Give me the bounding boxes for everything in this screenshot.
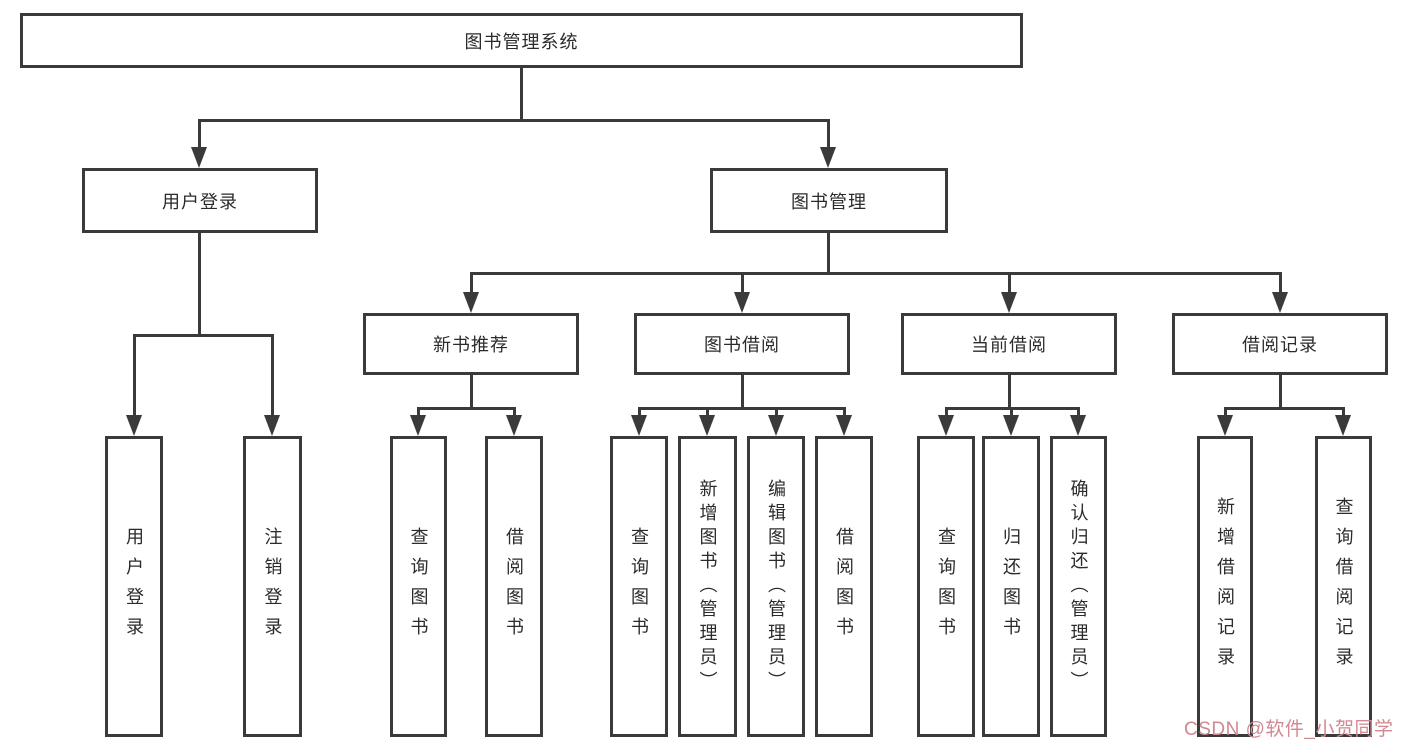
- connector-stub-leaf: [706, 407, 709, 419]
- arrow-down-icon: [734, 292, 750, 313]
- connector-stub-leaf: [1342, 407, 1345, 419]
- connector-book-borrow-stem: [741, 375, 744, 410]
- leaf-add-borrow-record: 新增借阅记录: [1197, 436, 1253, 737]
- leaf-query-book-2: 查询图书: [610, 436, 668, 737]
- leaf-edit-book-admin: 编辑图书（管理员）: [747, 436, 805, 737]
- node-book-management: 图书管理: [710, 168, 948, 233]
- connector-new-book-stem: [470, 375, 473, 410]
- connector-stub-leaf: [775, 407, 778, 419]
- connector-current-borrow-stem: [1008, 375, 1011, 410]
- arrow-down-icon: [631, 415, 647, 436]
- connector-stub-leaf: [1077, 407, 1080, 419]
- node-user-login: 用户登录: [82, 168, 318, 233]
- connector-level3-distributor: [470, 272, 1281, 275]
- arrow-down-icon: [1217, 415, 1233, 436]
- arrow-down-icon: [410, 415, 426, 436]
- connector-stub-book-borrow: [741, 272, 744, 296]
- leaf-borrow-book-1: 借阅图书: [485, 436, 543, 737]
- arrow-down-icon: [506, 415, 522, 436]
- leaf-query-book-1: 查询图书: [390, 436, 447, 737]
- arrow-down-icon: [836, 415, 852, 436]
- arrow-down-icon: [699, 415, 715, 436]
- arrow-down-icon: [768, 415, 784, 436]
- connector-stub-user-login: [198, 119, 201, 151]
- connector-stub-leaf: [513, 407, 516, 419]
- connector-stub-new-book: [470, 272, 473, 296]
- arrow-down-icon: [1272, 292, 1288, 313]
- connector-borrow-records-stem: [1279, 375, 1282, 410]
- csdn-watermark: CSDN @软件_小贺同学: [1184, 719, 1394, 740]
- connector-stub-borrow-records: [1279, 272, 1282, 296]
- connector-user-login-stem: [198, 233, 201, 337]
- connector-stub-leaf: [1010, 407, 1013, 419]
- arrow-down-icon: [264, 415, 280, 436]
- leaf-logout: 注销登录: [243, 436, 302, 737]
- connector-level2-distributor: [198, 119, 829, 122]
- connector-group2-splitter: [417, 407, 515, 410]
- connector-root-stem: [520, 68, 523, 119]
- connector-stub-leaf: [1224, 407, 1227, 419]
- connector-group3-splitter: [638, 407, 845, 410]
- leaf-query-borrow-record: 查询借阅记录: [1315, 436, 1372, 737]
- node-current-borrow: 当前借阅: [901, 313, 1117, 375]
- connector-stub-leaf: [945, 407, 948, 419]
- connector-stub-leaf: [417, 407, 420, 419]
- leaf-confirm-return-admin: 确认归还（管理员）: [1050, 436, 1107, 737]
- arrow-down-icon: [938, 415, 954, 436]
- connector-stub-book-management: [827, 119, 830, 151]
- arrow-down-icon: [191, 147, 207, 168]
- connector-stub-leaf: [843, 407, 846, 419]
- arrow-down-icon: [1335, 415, 1351, 436]
- connector-stub-current-borrow: [1008, 272, 1011, 296]
- node-borrow-records: 借阅记录: [1172, 313, 1388, 375]
- leaf-return-book: 归还图书: [982, 436, 1040, 737]
- connector-stub-leaf: [133, 334, 136, 418]
- node-root: 图书管理系统: [20, 13, 1023, 68]
- arrow-down-icon: [1070, 415, 1086, 436]
- connector-group1-splitter: [133, 334, 273, 337]
- arrow-down-icon: [126, 415, 142, 436]
- node-book-borrow: 图书借阅: [634, 313, 850, 375]
- connector-group5-splitter: [1224, 407, 1344, 410]
- leaf-user-login: 用户登录: [105, 436, 163, 737]
- arrow-down-icon: [463, 292, 479, 313]
- leaf-borrow-book-2: 借阅图书: [815, 436, 873, 737]
- leaf-add-book-admin: 新增图书（管理员）: [678, 436, 737, 737]
- arrow-down-icon: [1003, 415, 1019, 436]
- connector-book-management-stem: [827, 233, 830, 275]
- arrow-down-icon: [820, 147, 836, 168]
- node-new-book-recommend: 新书推荐: [363, 313, 579, 375]
- arrow-down-icon: [1001, 292, 1017, 313]
- connector-stub-leaf: [638, 407, 641, 419]
- leaf-query-book-3: 查询图书: [917, 436, 975, 737]
- connector-stub-leaf: [271, 334, 274, 418]
